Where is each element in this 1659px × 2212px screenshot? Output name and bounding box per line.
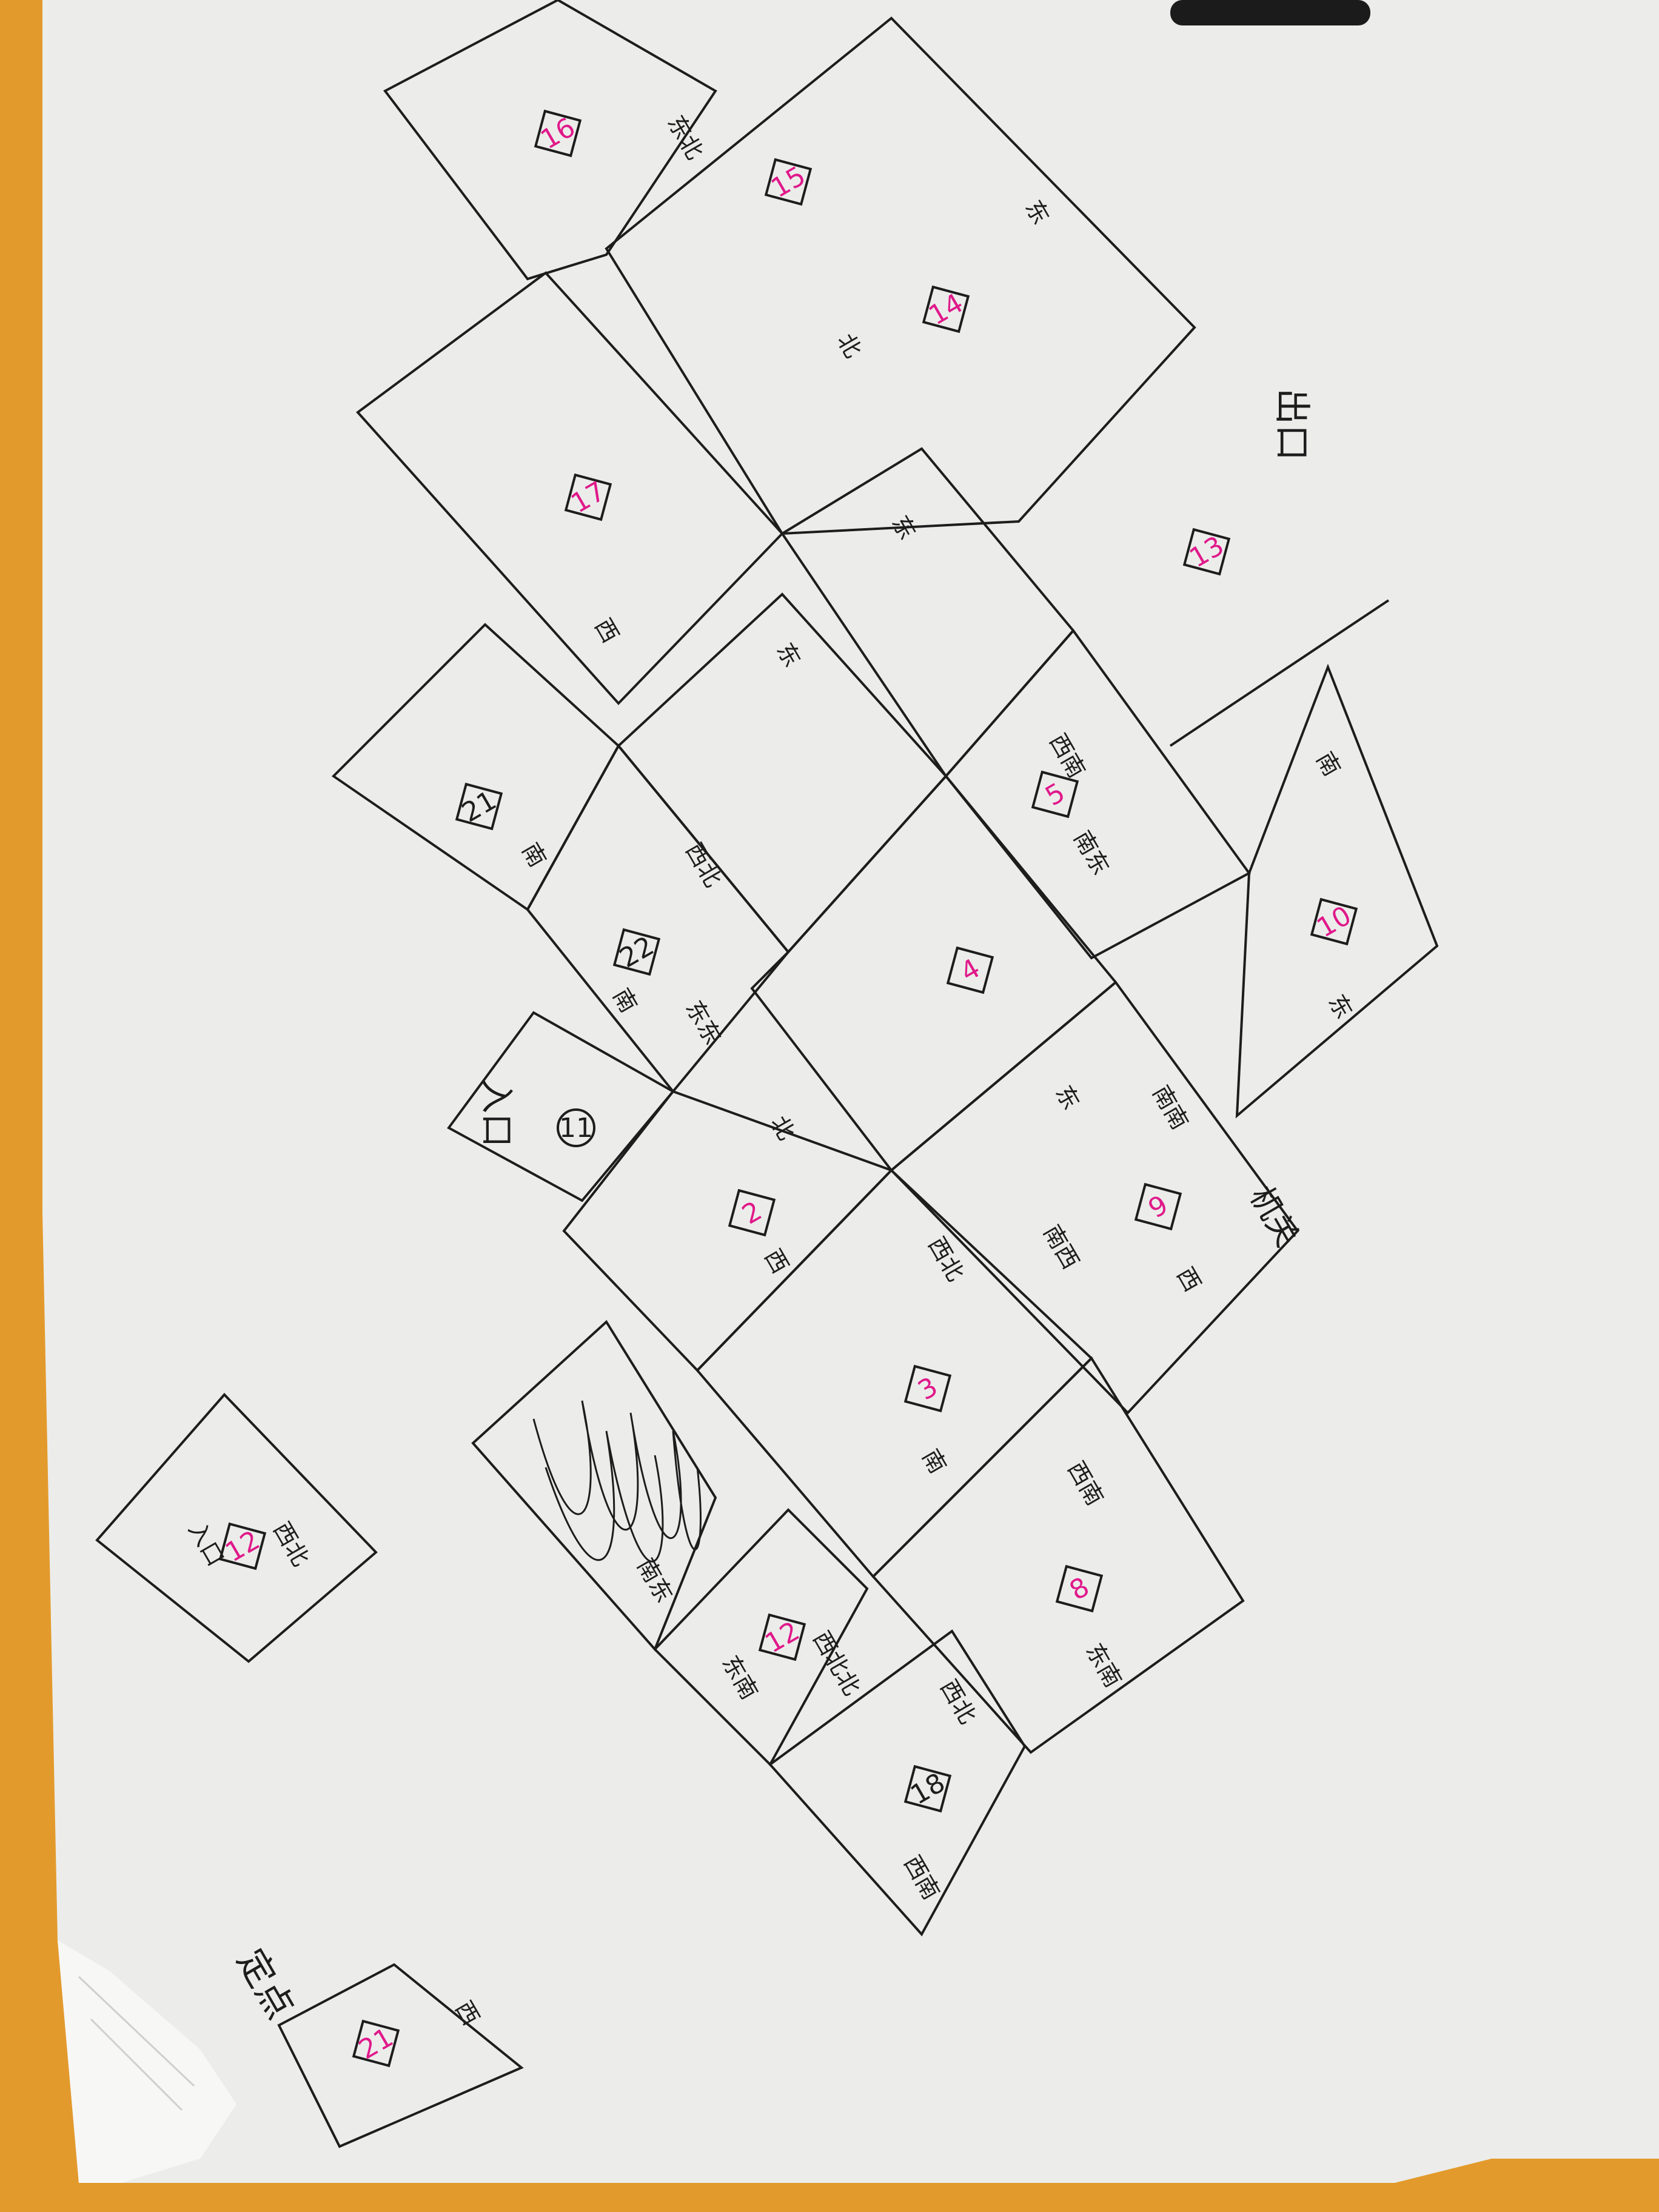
room-marker-22: 22 <box>612 928 661 976</box>
paper-crease <box>78 1976 195 2111</box>
scratch-out-scribble <box>532 1400 702 1563</box>
room-outline-8 <box>871 1356 1245 1754</box>
room-outline-16 <box>383 0 717 281</box>
room-marker-10: 10 <box>1310 897 1358 946</box>
room-marker-13: 13 <box>1182 528 1231 576</box>
room-marker-15: 15 <box>764 158 813 206</box>
boundary-line <box>1169 599 1390 747</box>
room-outline-4 <box>750 774 1118 1172</box>
pen <box>1170 0 1370 25</box>
room-marker-18: 18 <box>903 1765 952 1813</box>
room-outline-11 <box>653 1508 869 1767</box>
paper-sheet <box>42 0 1659 2183</box>
room-markers: 16 15 14 17 13 21 22 5 <box>218 109 1358 2068</box>
room-outline-9 <box>890 980 1299 1415</box>
room-marker-17: 17 <box>564 473 612 521</box>
exit-label: 出口 <box>1270 388 1313 461</box>
room-marker-21: 21 <box>455 782 503 831</box>
entrance-label: 入口 <box>477 1079 516 1147</box>
room-marker-19: 21 <box>352 2019 400 2068</box>
room-marker-12: 12 <box>218 1522 267 1570</box>
room-outline-12 <box>95 1393 378 1663</box>
room-outline-6 <box>1235 663 1439 1119</box>
room-outline-15-14 <box>605 16 1196 535</box>
room-outline-scratched <box>471 1319 717 1652</box>
room-marker-16: 16 <box>534 109 582 158</box>
svg-text:11: 11 <box>559 1113 593 1144</box>
room-marker-11: 12 <box>758 1613 806 1661</box>
maze-rooms <box>95 0 1439 2148</box>
room-outline-18 <box>768 1629 1027 1937</box>
paper-crumpled-corner <box>58 1940 236 2183</box>
room-marker-14: 14 <box>922 285 970 333</box>
room-outline-19 <box>277 1963 524 2148</box>
room-marker-1: 11 <box>557 1108 595 1147</box>
